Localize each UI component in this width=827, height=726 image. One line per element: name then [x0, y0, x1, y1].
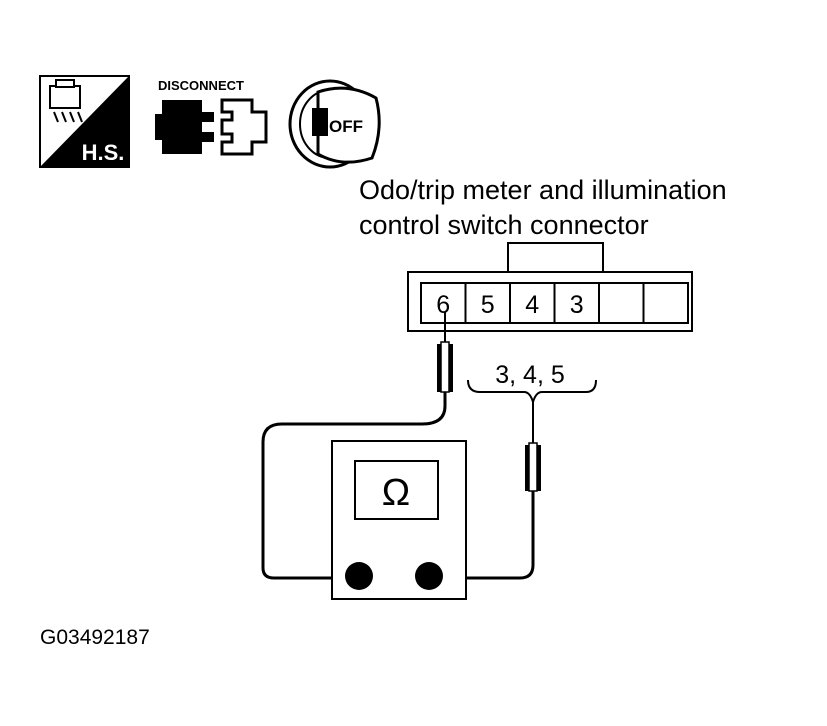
ohmmeter-display: [354, 460, 439, 520]
connector-title-line1: Odo/trip meter and illumination: [359, 175, 727, 205]
pin-cell: [464, 282, 511, 324]
ohmmeter-terminal-right: [415, 562, 443, 590]
pin-cell: [420, 282, 467, 324]
harness-side-icon: H.S.: [39, 75, 130, 168]
figure-code: G03492187: [40, 626, 150, 649]
ignition-off-label: OFF: [329, 117, 363, 136]
pin-cell: [553, 282, 600, 324]
pin-number-6: 6: [436, 291, 450, 319]
ohm-symbol: Ω: [382, 472, 410, 514]
probe-pin-6: [261, 312, 453, 580]
pin-cell: [642, 282, 689, 324]
ohmmeter-terminal-left: [345, 562, 373, 590]
connector-title-line2: control switch connector: [359, 210, 649, 240]
probe-group-label: 3, 4, 5: [495, 361, 565, 389]
ignition-off-icon: OFF: [288, 79, 381, 169]
disconnect-label: DISCONNECT: [158, 78, 244, 93]
pin-number-4: 4: [525, 291, 539, 319]
ohmmeter: Ω: [331, 440, 467, 600]
connector-pin-cells: 6 5 4 3: [420, 282, 689, 324]
pin-number-5: 5: [481, 291, 495, 319]
hs-label: H.S.: [82, 140, 125, 165]
pin-cell: [598, 282, 645, 324]
connector: 6 5 4 3: [407, 242, 693, 332]
pin-number-3: 3: [570, 291, 584, 319]
disconnect-icon: DISCONNECT: [155, 78, 268, 156]
probe-pins-3-4-5: [430, 402, 541, 580]
